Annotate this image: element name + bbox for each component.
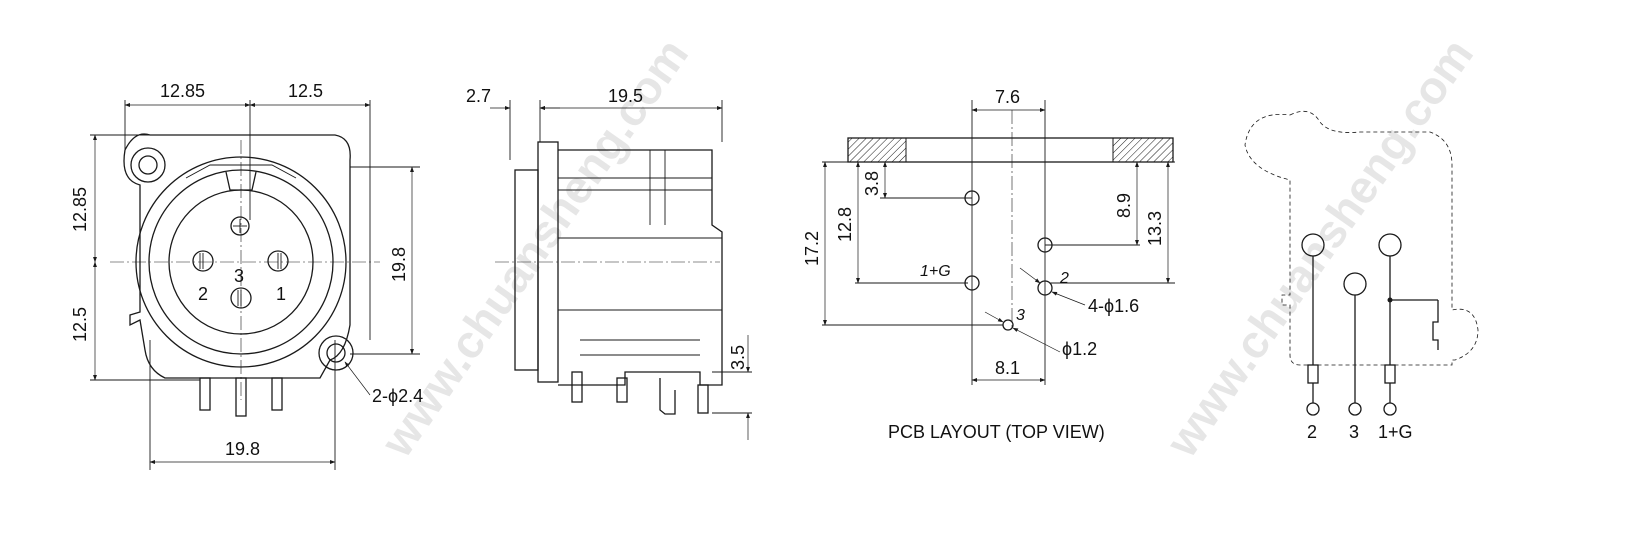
dim-front-bottom-width: 19.8 [225,439,260,459]
watermark-2: www.chuansheng.com [1155,29,1483,467]
dim-pcb-top: 7.6 [995,87,1020,107]
pin-label-3: 3 [234,266,244,286]
dim-front-top-left: 12.85 [160,81,205,101]
pcb-label-2: 2 [1059,270,1069,287]
dim-front-top-right: 12.5 [288,81,323,101]
pcb-label-g: 1+G [920,263,951,280]
pcb-layout-title: PCB LAYOUT (TOP VIEW) [888,422,1105,442]
schematic-view: 2 3 1+G [1244,110,1479,442]
junction-dot [1387,297,1393,303]
dim-front-right-height: 19.8 [389,247,409,282]
dim-side-pin: 3.5 [728,345,748,370]
dim-pcb-133: 13.3 [1145,211,1165,246]
dim-pcb-172: 17.2 [802,231,822,266]
dim-pcb-81: 8.1 [995,358,1020,378]
dim-pcb-89: 8.9 [1114,193,1134,218]
dim-side-flange: 2.7 [466,86,491,106]
pcb-layout: 7.6 3.8 12.8 17.2 8.9 13.3 1+G 2 3 [802,87,1175,442]
schematic-pin-2: 2 [1307,422,1317,442]
pin-label-1: 1 [276,284,286,304]
schematic-pin-1g: 1+G [1378,422,1413,442]
front-view: 12.85 12.5 12.85 12.5 19.8 19.8 [70,81,423,470]
watermark-group: www.chuansheng.com www.chuansheng.com [370,29,1483,467]
dim-pcb-holes4: 4-ϕ1.6 [1088,296,1139,316]
dim-side-body: 19.5 [608,86,643,106]
pcb-label-3: 3 [1016,307,1025,324]
dim-front-left-lower: 12.5 [70,307,90,342]
dim-pcb-128: 12.8 [835,207,855,242]
dim-front-left-upper: 12.85 [70,187,90,232]
dim-pcb-hole1: ϕ1.2 [1062,339,1097,359]
dim-pcb-38: 3.8 [862,171,882,196]
pin-label-2: 2 [198,284,208,304]
dim-front-hole: 2-ϕ2.4 [372,386,423,406]
side-view: 2.7 19.5 3.5 [466,86,752,440]
schematic-pin-3: 3 [1349,422,1359,442]
